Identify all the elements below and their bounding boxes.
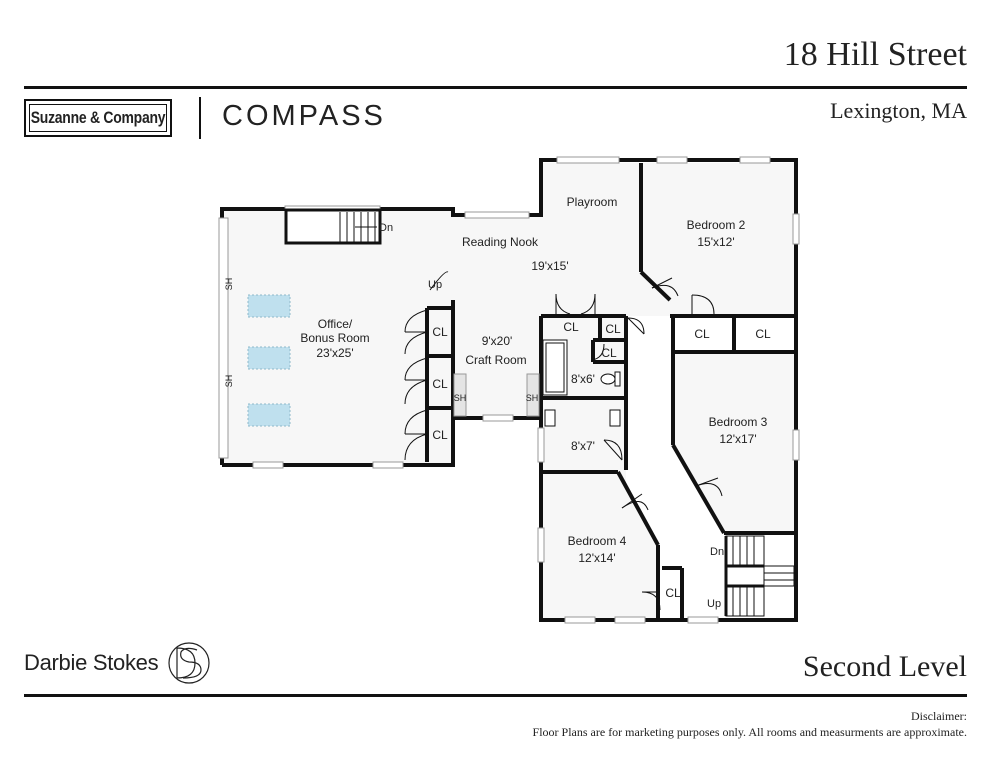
property-city: Lexington, MA xyxy=(830,98,967,123)
label-bath-2-size: 8'x7' xyxy=(571,439,595,453)
label-bedroom-4-size: 12'x14' xyxy=(578,551,615,565)
label-closet: CL xyxy=(563,320,579,334)
label-shelf: SH xyxy=(224,375,234,388)
shelves xyxy=(453,373,540,417)
footer-divider xyxy=(24,694,967,697)
label-shelf: SH xyxy=(454,393,467,403)
label-stairs-up: Up xyxy=(428,279,442,291)
label-office-size: 23'x25' xyxy=(316,346,353,360)
label-office-line2: Bonus Room xyxy=(300,331,369,345)
label-closet: CL xyxy=(601,346,617,360)
floor-level-title: Second Level xyxy=(802,650,967,683)
shelf-labels: SH SH SH SH xyxy=(224,278,538,403)
doors xyxy=(404,271,723,611)
compass-logo: COMPASS xyxy=(222,100,386,132)
label-bedroom-3-size: 12'x17' xyxy=(719,432,756,446)
label-shelf: SH xyxy=(224,278,234,291)
skylights xyxy=(247,294,291,427)
label-bedroom-4: Bedroom 4 xyxy=(568,534,627,548)
bath-fixtures xyxy=(542,339,621,427)
label-shelf: SH xyxy=(526,393,539,403)
label-stairs-down: Dn xyxy=(710,546,724,558)
closet-labels: CL CL CL CL CL CL CL CL CL xyxy=(432,320,771,600)
agent-name: Darbie Stokes xyxy=(24,650,159,675)
label-closet: CL xyxy=(755,327,771,341)
label-closet: CL xyxy=(605,322,621,336)
label-bedroom-2: Bedroom 2 xyxy=(687,218,746,232)
label-closet: CL xyxy=(694,327,710,341)
stairs-to-attic xyxy=(284,208,382,245)
walls xyxy=(220,158,798,622)
main-staircase xyxy=(724,535,795,617)
label-closet: CL xyxy=(432,325,448,339)
suzanne-company-logo-text: Suzanne & Company xyxy=(30,108,166,127)
label-bedroom-2-size: 15'x12' xyxy=(697,235,734,249)
label-bedroom-3: Bedroom 3 xyxy=(709,415,768,429)
label-closet: CL xyxy=(432,428,448,442)
property-address: 18 Hill Street xyxy=(783,36,967,73)
suzanne-company-logo: Suzanne & Company xyxy=(24,99,172,137)
disclaimer-title: Disclaimer: xyxy=(911,709,967,723)
label-office-line1: Office/ xyxy=(318,317,353,331)
label-reading-nook: Reading Nook xyxy=(462,235,539,249)
agent-monogram-icon xyxy=(168,642,210,684)
label-craft-room: Craft Room xyxy=(465,353,526,367)
label-stairs-down: Dn xyxy=(379,222,393,234)
label-closet: CL xyxy=(432,377,448,391)
disclaimer-text: Floor Plans are for marketing purposes o… xyxy=(532,725,967,739)
logo-divider xyxy=(199,97,201,139)
label-bath-1-size: 8'x6' xyxy=(571,372,595,386)
label-playroom-size: 19'x15' xyxy=(531,259,568,273)
label-closet: CL xyxy=(665,586,681,600)
stair-labels: Dn Up Dn Up xyxy=(379,222,724,610)
room-labels: Office/ Bonus Room 23'x25' Reading Nook … xyxy=(300,195,767,565)
header-divider xyxy=(24,86,967,89)
label-stairs-up: Up xyxy=(707,598,721,610)
label-craft-size: 9'x20' xyxy=(482,334,513,348)
label-playroom: Playroom xyxy=(567,195,618,209)
